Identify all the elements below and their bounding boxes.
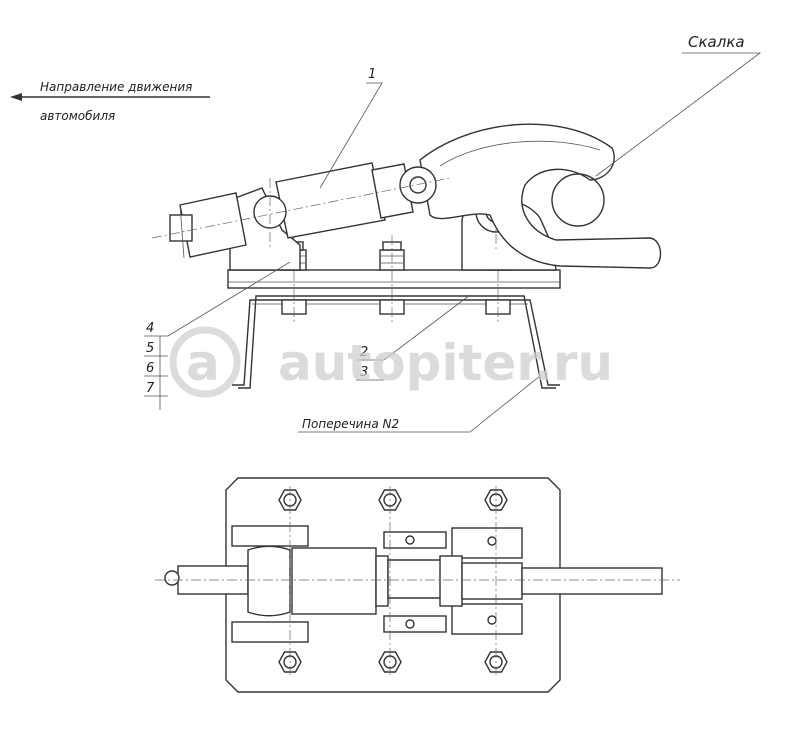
callout-5: 5 [146,341,154,356]
callout-4: 4 [146,321,154,336]
callout-3: 3 [360,365,368,380]
side-view: Направление движения автомобиля Скалка П… [10,33,762,433]
leader-lines [144,52,762,433]
watermark-logo: a [186,334,220,392]
callout-7: 7 [146,381,155,396]
callout-2: 2 [360,345,368,360]
plan-cylinder [164,545,663,617]
direction-label-2: автомобиля [40,109,115,123]
callout-6: 6 [146,361,154,376]
hook-lever [419,123,662,269]
direction-label-1: Направление движения [40,80,192,94]
callout-1: 1 [368,67,376,82]
hydraulic-cylinder [151,162,451,259]
direction-arrow [10,93,210,101]
watermark: a autopiter.ru [169,326,613,398]
skalka-label: Скалка [688,33,745,51]
base-plate [227,269,561,289]
watermark-text: autopiter.ru [278,334,613,392]
plan-view [155,477,680,693]
bolt-center [379,235,405,325]
crossmember-label: Поперечина N2 [302,417,399,431]
